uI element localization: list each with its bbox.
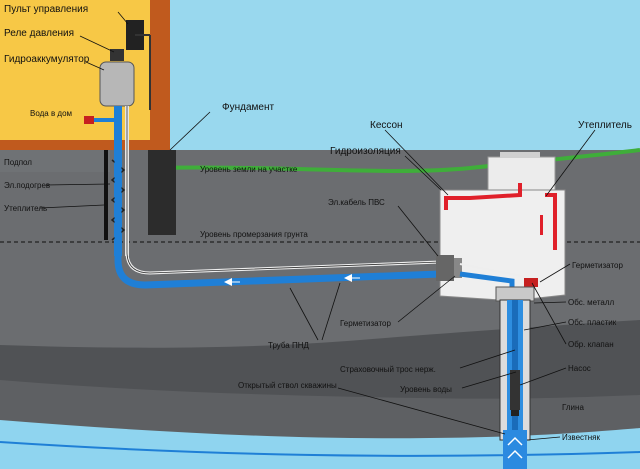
label-water-level: Уровень воды (400, 385, 452, 394)
house-frame-right (150, 0, 170, 150)
label-pressure-relay: Реле давления (4, 28, 74, 39)
label-power-cable: Эл.кабель ПВС (328, 198, 385, 207)
label-freezing-level: Уровень промерзания грунта (200, 230, 308, 239)
sealer-wall (436, 255, 454, 281)
foundation-block (148, 150, 176, 235)
insulation-sleeve (104, 150, 108, 240)
hdpe-pipe (114, 106, 441, 289)
label-heating-cable: Эл.подогрев (4, 181, 50, 190)
label-insulation-left: Утеплитель (4, 204, 47, 213)
label-pump: Насос (568, 364, 591, 373)
label-caisson: Кессон (370, 120, 403, 131)
grass-line (149, 148, 640, 173)
house-floor (0, 140, 170, 150)
accumulator-tank (99, 61, 135, 107)
caisson-body (439, 189, 566, 301)
house-valve-icon (84, 116, 94, 124)
label-ground-level: Уровень земли на участке (200, 165, 298, 174)
label-water-to-house: Вода в дом (30, 109, 72, 118)
label-waterproofing: Гидроизоляция (330, 146, 401, 157)
label-casing-metal: Обс. металл (568, 298, 615, 307)
label-insulation: Утеплитель (578, 120, 632, 131)
label-sealer-right: Герметизатор (572, 261, 623, 270)
waterproofing-red (444, 183, 522, 210)
pump-body (510, 370, 520, 410)
limestone-water (0, 420, 640, 469)
label-check-valve: Обр. клапан (568, 340, 614, 349)
label-hdpe-pipe: Труба ПНД (268, 341, 309, 350)
casing-head (495, 286, 535, 302)
label-accumulator: Гидроаккумулятор (4, 54, 90, 65)
underfloor-area (0, 150, 110, 172)
label-control-panel: Пульт управления (4, 4, 88, 15)
label-safety-rope: Страховочный трос нерж. (340, 365, 436, 374)
label-sealer-mid: Герметизатор (340, 319, 391, 328)
label-foundation: Фундамент (222, 102, 274, 113)
label-casing-plastic: Обс. пластик (568, 318, 617, 327)
label-open-bore: Открытый ствол скважины (238, 381, 337, 390)
open-bore (503, 430, 527, 469)
label-clay: Глина (562, 403, 584, 412)
label-underfloor: Подпол (4, 158, 32, 167)
label-limestone: Известняк (562, 433, 600, 442)
check-valve-icon (524, 278, 538, 287)
